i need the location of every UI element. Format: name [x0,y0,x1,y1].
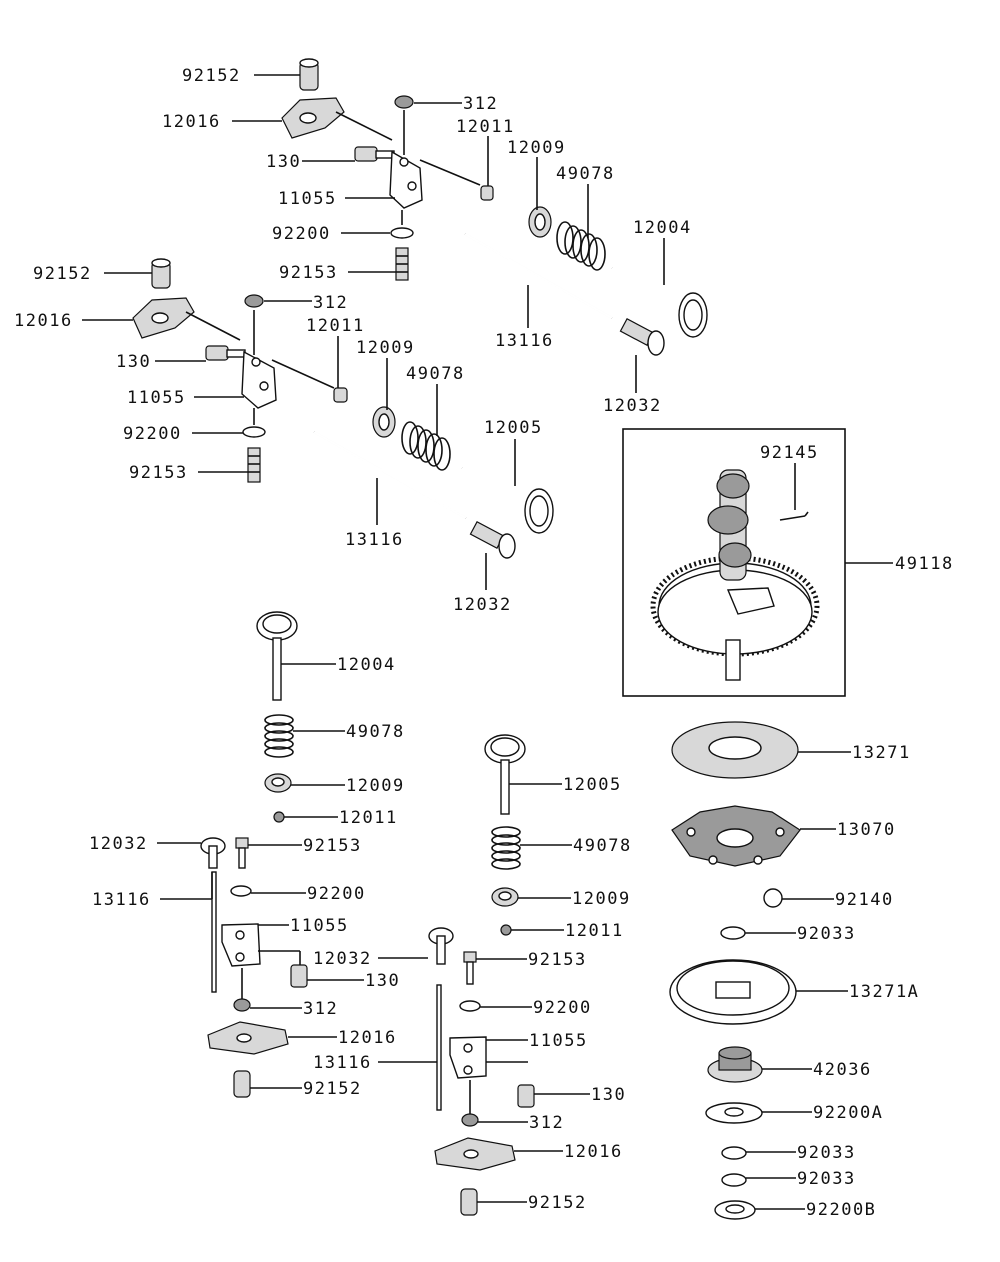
governor-parts [669,721,801,1220]
part-label: 13116 [345,530,404,550]
part-label: 92033 [797,924,856,944]
part-label: 312 [463,94,498,114]
part-label: 12005 [563,775,622,795]
part-label: 92200 [272,224,331,244]
part-label: 13116 [313,1053,372,1073]
part-labels: 92152 12016 312 12011 130 12009 49078 11… [14,66,954,1220]
part-label: 49078 [406,364,465,384]
part-label: 49118 [895,554,954,574]
part-label: 92153 [303,836,362,856]
part-label: 12032 [89,834,148,854]
part-label: 12004 [633,218,692,238]
part-label: 12009 [346,776,405,796]
part-label: 12011 [339,808,398,828]
part-label: 49078 [556,164,615,184]
part-label: 11055 [290,916,349,936]
part-label: 12016 [338,1028,397,1048]
rocker-assembly-lower [132,258,554,559]
part-label: 12004 [337,655,396,675]
leader-lines [82,74,893,1210]
part-label: 130 [116,352,151,372]
part-label: 12016 [14,311,73,331]
part-label: 312 [313,293,348,313]
part-label: 92152 [303,1079,362,1099]
part-label: 49078 [346,722,405,742]
rocker-assembly-upper [281,58,708,356]
valve-set-center [428,734,535,1216]
part-label: 130 [365,971,400,991]
part-label: 13271 [852,743,911,763]
part-label: 92200 [533,998,592,1018]
part-label: 92200A [813,1103,883,1123]
part-label: 92153 [279,263,338,283]
part-label: 12009 [507,138,566,158]
part-label: 12016 [162,112,221,132]
part-label: 92152 [182,66,241,86]
part-label: 92033 [797,1169,856,1189]
valve-set-left [200,611,308,1098]
part-label: 12032 [603,396,662,416]
part-label: 130 [591,1085,626,1105]
part-label: 13070 [837,820,896,840]
part-label: 42036 [813,1060,872,1080]
part-label: 92140 [835,890,894,910]
part-label: 13116 [92,890,151,910]
part-label: 12016 [564,1142,623,1162]
part-label: 312 [529,1113,564,1133]
part-label: 13271A [849,982,919,1002]
part-label: 12005 [484,418,543,438]
part-label: 11055 [278,189,337,209]
part-label: 92152 [33,264,92,284]
part-label: 13116 [495,331,554,351]
part-label: 92152 [528,1193,587,1213]
part-label: 92153 [528,950,587,970]
part-label: 12011 [306,316,365,336]
part-label: 12032 [453,595,512,615]
part-label: 92200B [806,1200,876,1220]
part-label: 92145 [760,443,819,463]
part-label: 92200 [123,424,182,444]
part-label: 12009 [572,889,631,909]
part-label: 49078 [573,836,632,856]
part-label: 312 [303,999,338,1019]
part-label: 92200 [307,884,366,904]
part-label: 12011 [456,117,515,137]
part-label: 11055 [127,388,186,408]
part-label: 12009 [356,338,415,358]
part-label: 92033 [797,1143,856,1163]
part-label: 12032 [313,949,372,969]
part-label: 130 [266,152,301,172]
part-label: 11055 [529,1031,588,1051]
camshaft-assembly [622,428,846,697]
part-label: 92153 [129,463,188,483]
part-label: 12011 [565,921,624,941]
